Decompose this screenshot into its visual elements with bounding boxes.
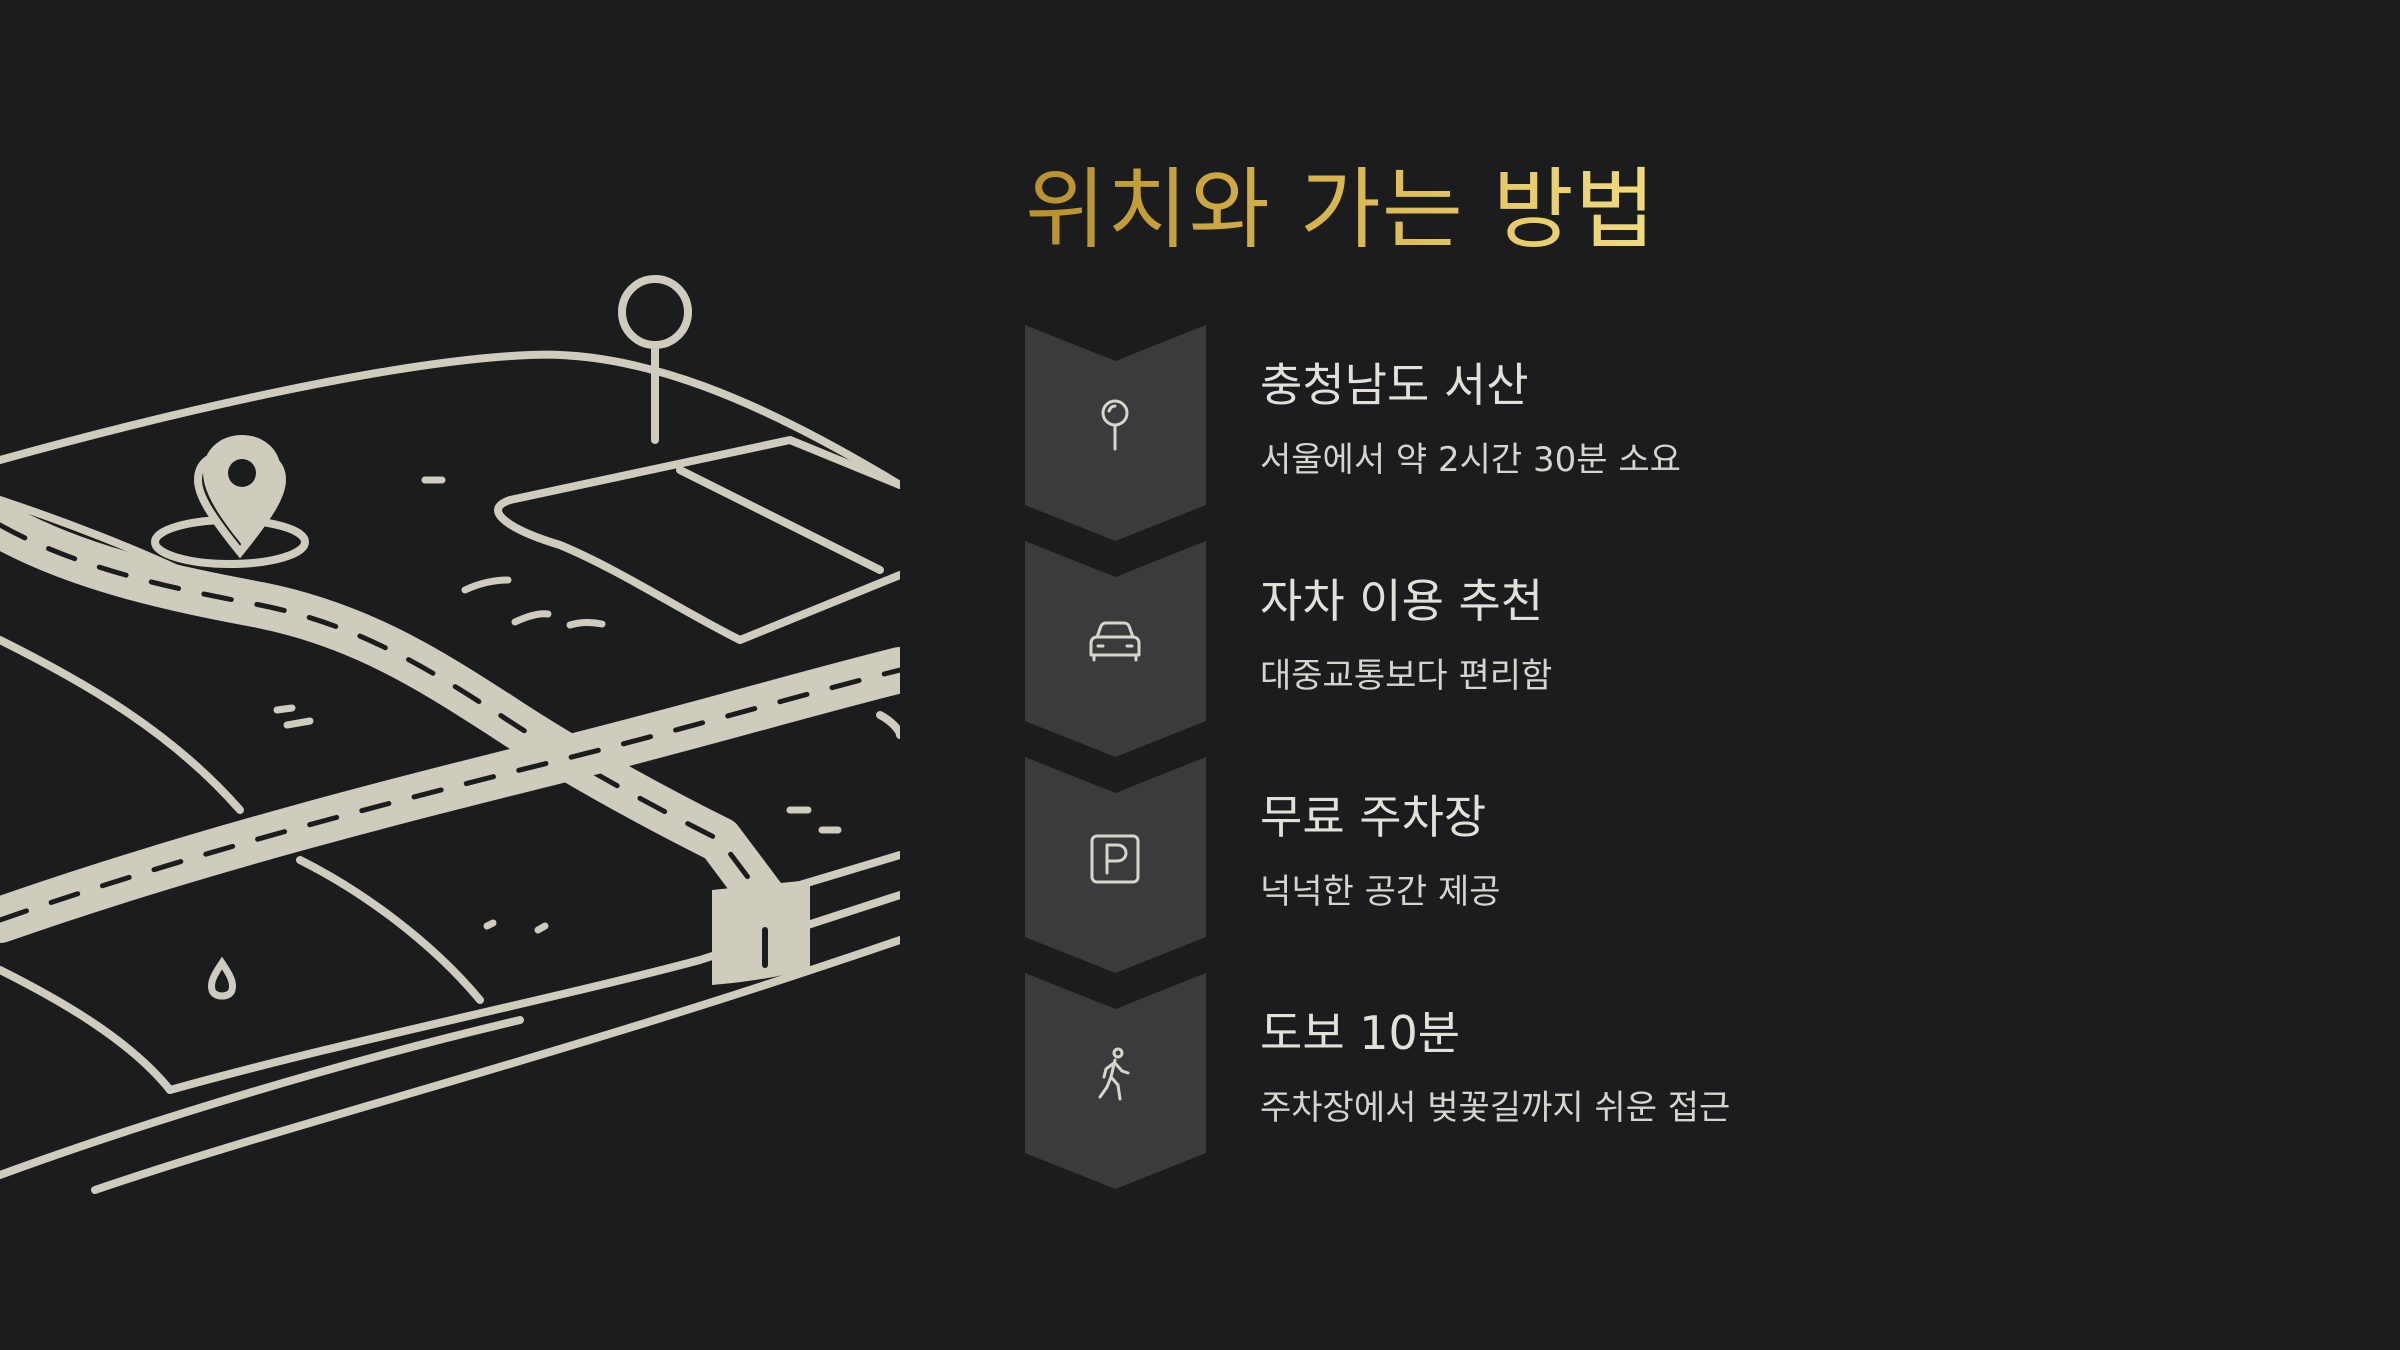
page-title: 위치와 가는 방법 (1025, 150, 1657, 270)
location-marker-icon (151, 435, 309, 568)
step-heading: 도보 10분 (1260, 1006, 1461, 1060)
parking-icon (1090, 834, 1140, 884)
step-heading: 무료 주차장 (1260, 790, 1487, 844)
step-description: 주차장에서 벚꽃길까지 쉬운 접근 (1260, 1088, 1731, 1128)
car-icon (1089, 621, 1141, 662)
step-description: 넉넉한 공간 제공 (1260, 872, 1501, 912)
step-heading: 충청남도 서산 (1260, 358, 1529, 412)
step-heading: 자차 이용 추천 (1260, 574, 1544, 628)
chevron-shape (1025, 757, 1206, 973)
chevron-shape (1025, 541, 1206, 757)
step-item: 무료 주차장 넉넉한 공간 제공 (1025, 757, 1925, 973)
step-item: 도보 10분 주차장에서 벚꽃길까지 쉬운 접근 (1025, 973, 1925, 1189)
pin-icon (1101, 399, 1129, 451)
map-pin-icon (618, 275, 692, 444)
walking-person-icon (1098, 1047, 1130, 1101)
step-description: 대중교통보다 편리함 (1260, 656, 1553, 696)
map-illustration (0, 275, 900, 1194)
step-item: 자차 이용 추천 대중교통보다 편리함 (1025, 541, 1925, 757)
step-item: 충청남도 서산 서울에서 약 2시간 30분 소요 (1025, 325, 1925, 541)
step-description: 서울에서 약 2시간 30분 소요 (1260, 440, 1681, 480)
steps-list: 충청남도 서산 서울에서 약 2시간 30분 소요 자차 이용 추천 대중교통보… (1025, 325, 1925, 1195)
